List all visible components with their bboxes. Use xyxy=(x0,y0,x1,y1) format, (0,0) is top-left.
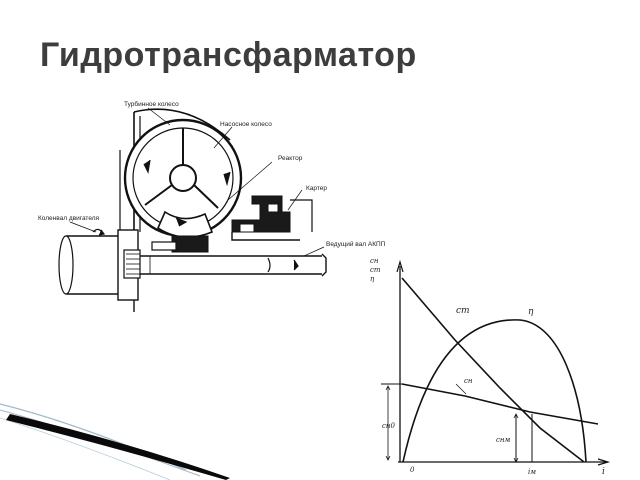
curve-efficiency xyxy=(402,319,587,463)
label-crankshaft: Коленвал двигателя xyxy=(38,215,100,222)
y-label-cn: cн xyxy=(370,257,379,265)
slide-title: Гидротрансфарматор xyxy=(40,36,417,74)
characteristic-graph xyxy=(381,259,611,466)
curve-label-efficiency: η xyxy=(528,307,534,317)
label-turbine-wheel: Турбинное колесо xyxy=(124,100,179,108)
marker-label-im: iм xyxy=(528,468,536,476)
y-label-eta: η xyxy=(370,275,375,283)
pump-housing-block xyxy=(231,195,313,241)
x-axis-arrow xyxy=(597,458,611,466)
leader-lines xyxy=(69,107,325,257)
torque-converter-diagram xyxy=(58,107,327,312)
y-label-ct: cт xyxy=(370,266,381,274)
converter-hub xyxy=(151,235,209,253)
decorative-swoosh xyxy=(0,402,232,480)
x-axis-label: i xyxy=(602,467,605,477)
crankshaft-shaft xyxy=(58,228,121,295)
label-housing: Картер xyxy=(306,185,327,192)
curve-pump xyxy=(401,383,599,425)
transmission-shaft xyxy=(140,253,327,277)
curve-turbine xyxy=(401,277,585,463)
flange xyxy=(117,229,141,301)
marker-label-cnm: cнм xyxy=(496,436,511,444)
curve-label-pump: cн xyxy=(464,377,473,385)
label-transmission-shaft: Ведущий вал АКПП xyxy=(326,240,386,248)
curve-label-turbine: cт xyxy=(456,306,470,316)
label-pump-wheel: Насосное колесо xyxy=(220,121,272,128)
marker-label-cn0: cн0 xyxy=(382,422,396,430)
label-reactor: Реактор xyxy=(278,155,303,162)
origin-label: 0 xyxy=(410,466,415,474)
reactor xyxy=(156,210,214,238)
y-axis-arrow xyxy=(396,259,404,273)
